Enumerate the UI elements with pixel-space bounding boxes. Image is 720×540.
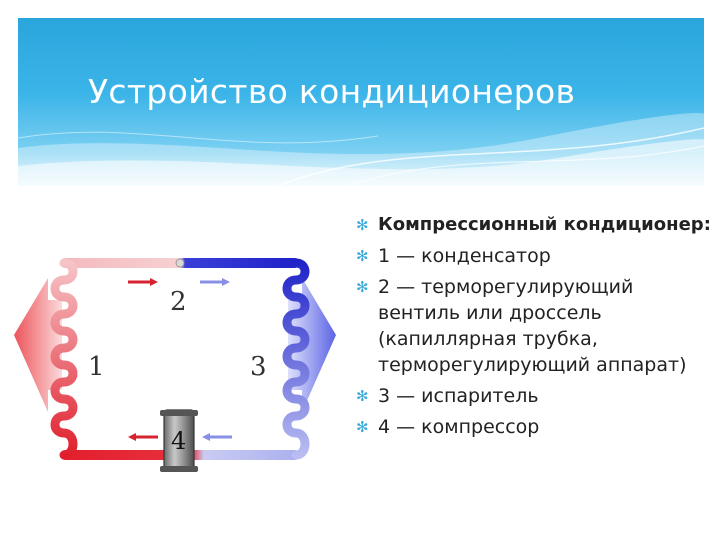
label-evaporator-number: 3 xyxy=(250,352,267,382)
list-item: ✻ 3 — испаритель xyxy=(354,383,714,409)
heat-out-arrow xyxy=(14,278,62,412)
flow-arrow-top-left xyxy=(128,278,158,286)
list-item-text: 3 — испаритель xyxy=(378,385,539,407)
evaporator-coil xyxy=(282,258,310,460)
compressor-icon xyxy=(160,409,198,472)
label-condenser-number: 1 xyxy=(88,352,105,382)
flow-arrow-top-right xyxy=(200,278,230,286)
list-item-heading: ✻ Компрессионный кондиционер: xyxy=(354,212,714,238)
list-item-text: 2 — терморегулирующий вентиль или дроссе… xyxy=(378,276,687,376)
slide-title: Устройство кондиционеров xyxy=(88,72,576,111)
wave-decoration xyxy=(18,113,704,186)
title-banner: Устройство кондиционеров xyxy=(18,18,704,186)
snowflake-bullet-icon: ✻ xyxy=(356,278,369,296)
snowflake-bullet-icon: ✻ xyxy=(356,216,369,234)
list-item: ✻ 1 — конденсатор xyxy=(354,243,714,269)
flow-arrow-bottom-right xyxy=(202,433,232,441)
flow-arrow-bottom-left xyxy=(128,433,158,441)
list-item: ✻ 4 — компрессор xyxy=(354,414,714,440)
air-conditioner-diagram: 1 2 3 4 xyxy=(14,258,336,472)
valve-joint xyxy=(175,258,185,268)
snowflake-bullet-icon: ✻ xyxy=(356,247,369,265)
snowflake-bullet-icon: ✻ xyxy=(356,418,369,436)
snowflake-bullet-icon: ✻ xyxy=(356,387,369,405)
list-item-text: 4 — компрессор xyxy=(378,416,540,438)
label-valve-number: 2 xyxy=(170,287,187,317)
label-compressor-number: 4 xyxy=(171,427,186,455)
list-item-text: Компрессионный кондиционер: xyxy=(378,214,711,235)
list-item: ✻ 2 — терморегулирующий вентиль или дрос… xyxy=(354,274,714,378)
description-list: ✻ Компрессионный кондиционер: ✻ 1 — конд… xyxy=(354,212,714,445)
condenser-coil xyxy=(50,258,78,460)
list-item-text: 1 — конденсатор xyxy=(378,245,551,267)
